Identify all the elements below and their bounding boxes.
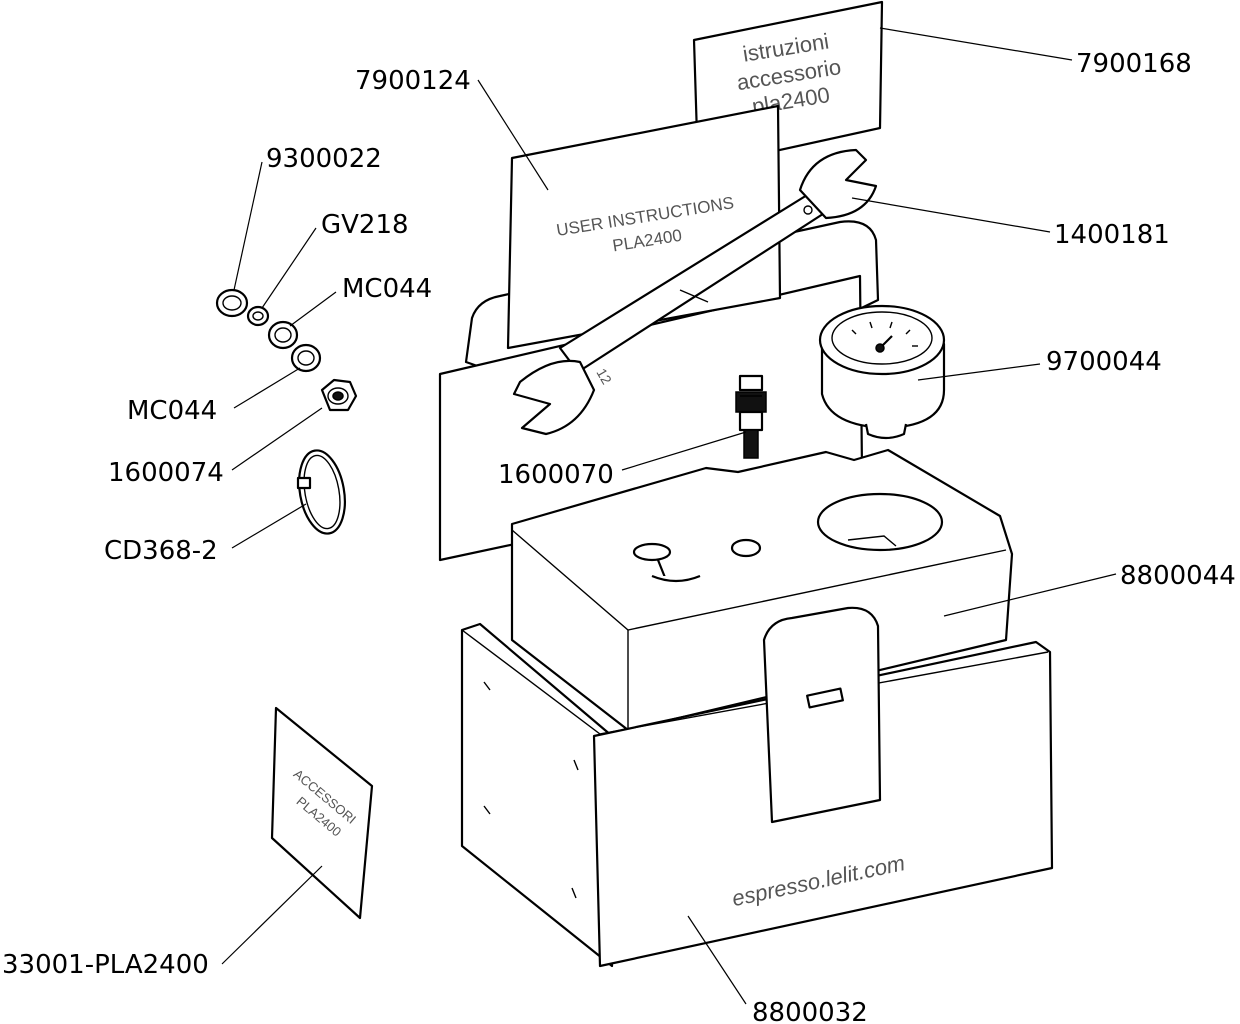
part-labels: 7900168 7900124 9300022 GV218 MC044 MC04…	[2, 49, 1236, 1024]
label-9300022: 9300022	[266, 144, 382, 174]
seal-9300022	[215, 288, 249, 318]
leader-1400181	[851, 197, 1051, 233]
leader-mc044-upper	[289, 291, 337, 327]
leader-7900168	[879, 27, 1073, 61]
leader-lines	[221, 27, 1117, 1005]
leader-1600074	[231, 407, 323, 471]
spanner-wrench: 12	[512, 148, 878, 436]
leader-9300022	[233, 161, 263, 291]
label-8800044: 8800044	[1120, 561, 1236, 591]
pressure-gauge	[818, 304, 946, 440]
instruction-sheet-english: USER INSTRUCTIONS PLA2400	[506, 104, 782, 350]
label-cd368-2: CD368-2	[104, 536, 218, 566]
leader-1600070	[621, 431, 747, 471]
label-1600070: 1600070	[498, 460, 614, 490]
accessori-label-card: ACCESSORI PLA2400	[270, 706, 374, 920]
wrench-size-label: 12	[593, 366, 615, 388]
label-33001-pla2400: 33001-PLA2400	[2, 950, 209, 980]
label-9700044: 9700044	[1046, 347, 1162, 377]
seal-mc044-upper	[267, 320, 299, 350]
label-7900124: 7900124	[355, 66, 471, 96]
leader-9700044	[917, 363, 1041, 381]
leader-cd368-2	[231, 503, 307, 549]
fitting-1600070	[735, 374, 767, 459]
ring-clip-cd368-2	[296, 449, 346, 535]
label-8800032: 8800032	[752, 998, 868, 1024]
seal-mc044-lower	[290, 343, 322, 373]
leader-7900124	[477, 79, 549, 191]
outer-box: espresso.lelit.com	[460, 606, 1054, 968]
foam-insert	[510, 448, 1014, 732]
label-mc044-lower: MC044	[127, 396, 217, 426]
label-1400181: 1400181	[1054, 220, 1170, 250]
label-gv218: GV218	[321, 210, 409, 240]
leader-mc044-lower	[233, 367, 301, 409]
leader-8800032	[687, 915, 747, 1005]
label-7900168: 7900168	[1076, 49, 1192, 79]
label-mc044-upper: MC044	[342, 274, 432, 304]
hex-nut-1600074	[320, 378, 358, 412]
seal-gv218	[246, 305, 270, 327]
leader-8800044	[943, 573, 1117, 617]
label-1600074: 1600074	[108, 458, 224, 488]
leader-33001	[221, 865, 323, 965]
leader-gv218	[261, 227, 317, 309]
